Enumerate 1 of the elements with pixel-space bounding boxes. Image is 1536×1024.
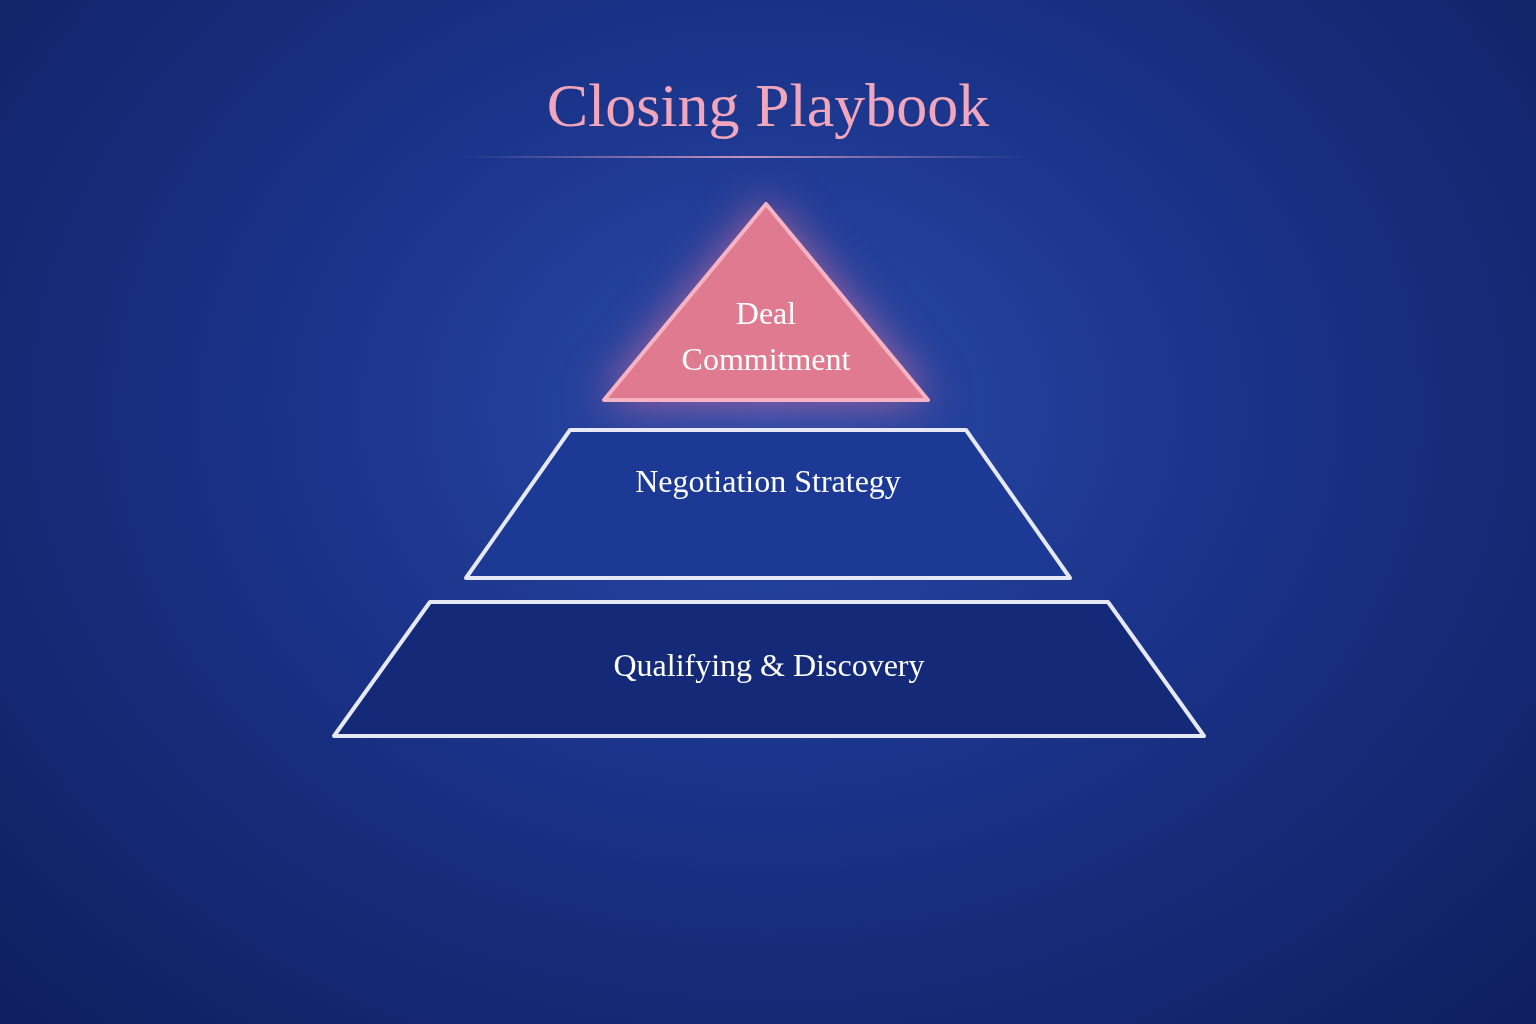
title: Closing Playbook — [545, 70, 991, 141]
